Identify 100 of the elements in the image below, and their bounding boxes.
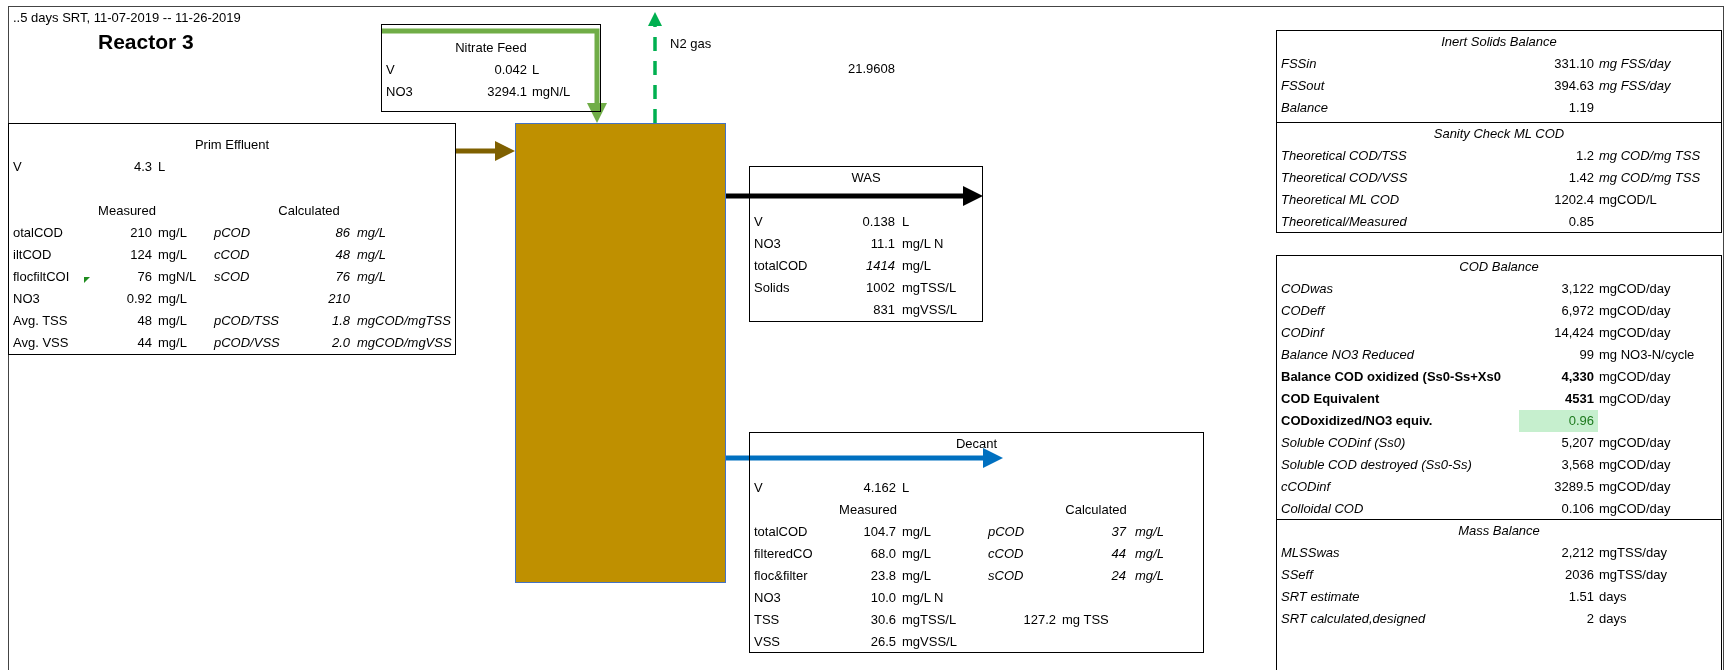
unit: mgVSS/L <box>902 302 957 318</box>
unit: days <box>1599 611 1627 627</box>
value: 4531 <box>1565 391 1594 407</box>
value: 1202.4 <box>1554 192 1594 208</box>
value: 3,568 <box>1561 457 1594 473</box>
value: 10.0 <box>870 590 896 606</box>
unit: mgCOD/day <box>1599 435 1671 451</box>
row-label: V <box>754 480 763 496</box>
unit: mg COD/mg TSS <box>1599 170 1701 186</box>
table-heading: WAS <box>851 170 881 186</box>
unit: days <box>1599 589 1627 605</box>
data-table <box>1276 255 1722 520</box>
row-label: SRT calculated,designed <box>1281 611 1426 627</box>
row-label: V <box>754 214 763 230</box>
unit: mgTSS/day <box>1599 545 1667 561</box>
row-label: Solids <box>754 280 790 296</box>
unit: mgCOD/mgTSS <box>357 313 451 329</box>
unit: L <box>158 159 166 175</box>
row-label: CODinf <box>1281 325 1324 341</box>
unit: mgCOD/mgVSS <box>357 335 452 351</box>
unit: mg/L <box>158 335 187 351</box>
unit: mgCOD/day <box>1599 391 1671 407</box>
row-label: SSeff <box>1281 567 1313 583</box>
flow-arrow <box>456 141 515 161</box>
row-label: NO3 <box>754 236 781 252</box>
value: 1414 <box>866 258 895 274</box>
value: 99 <box>1579 347 1594 363</box>
unit: mg FSS/day <box>1599 78 1671 94</box>
edge-label: N2 gas <box>668 36 714 52</box>
data-table <box>381 24 601 112</box>
unit: mg/L <box>1135 524 1164 540</box>
value: 1.19 <box>1568 100 1594 116</box>
unit: mgCOD/day <box>1599 479 1671 495</box>
unit: mg/L N <box>902 236 944 252</box>
value: 37 <box>1111 524 1126 540</box>
unit: mgCOD/L <box>1599 192 1657 208</box>
value: 1002 <box>866 280 895 296</box>
row-label: cCOD <box>988 546 1024 562</box>
reactor-tank <box>515 123 726 583</box>
column-heading: Measured <box>98 203 156 219</box>
value: 23.8 <box>870 568 896 584</box>
unit: mgTSS/L <box>902 612 957 628</box>
unit: L <box>902 480 910 496</box>
row-label: pCOD <box>988 524 1025 540</box>
value: 5,207 <box>1561 435 1594 451</box>
subtitle: ..5 days SRT, 11-07-2019 -- 11-26-2019 <box>13 10 241 26</box>
data-table <box>749 432 1204 653</box>
row-label: Avg. TSS <box>13 313 68 329</box>
row-label: MLSSwas <box>1281 545 1340 561</box>
flow-arrow <box>648 12 662 123</box>
row-label: pCOD <box>214 225 251 241</box>
unit: mgVSS/L <box>902 634 957 650</box>
row-label: otalCOD <box>13 225 63 241</box>
data-table <box>1276 519 1722 670</box>
row-label: Avg. VSS <box>13 335 69 351</box>
row-label: COD Equivalent <box>1281 391 1380 407</box>
data-table <box>8 123 456 355</box>
unit: mg/L <box>902 546 931 562</box>
value: 3,122 <box>1561 281 1594 297</box>
section-heading: COD Balance <box>1459 259 1539 275</box>
row-label: CODwas <box>1281 281 1333 297</box>
value: 124 <box>130 247 152 263</box>
row-label: NO3 <box>13 291 40 307</box>
value: 394.63 <box>1554 78 1594 94</box>
value: 4.3 <box>133 159 152 175</box>
unit: L <box>902 214 910 230</box>
value: 44 <box>137 335 152 351</box>
value: 831 <box>873 302 895 318</box>
section-heading: Inert Solids Balance <box>1441 34 1557 50</box>
value: 1.8 <box>331 313 350 329</box>
value: 3294.1 <box>487 84 527 100</box>
value: 86 <box>335 225 350 241</box>
row-label: Soluble COD destroyed (Ss0-Ss) <box>1281 457 1472 473</box>
section-heading: Mass Balance <box>1458 523 1540 539</box>
row-label: NO3 <box>386 84 413 100</box>
value: 4,330 <box>1561 369 1594 385</box>
row-label: V <box>13 159 22 175</box>
row-label: V <box>386 62 395 78</box>
unit: mgCOD/day <box>1599 369 1671 385</box>
row-label: NO3 <box>754 590 781 606</box>
value: 0.96 <box>1518 410 1598 432</box>
unit: mgCOD/day <box>1599 303 1671 319</box>
flow-arrow <box>726 448 1003 468</box>
value: 24 <box>1111 568 1126 584</box>
row-label: cCODinf <box>1281 479 1331 495</box>
value: 0.106 <box>1561 501 1594 517</box>
value: 3289.5 <box>1554 479 1594 495</box>
table-heading: Decant <box>955 436 998 452</box>
row-label: Balance COD oxidized (Ss0-Ss+Xs0 <box>1281 369 1501 385</box>
unit: mgCOD/day <box>1599 325 1671 341</box>
row-label: Balance <box>1281 100 1328 116</box>
row-label: filteredCO <box>754 546 813 562</box>
column-heading: Calculated <box>278 203 340 219</box>
unit: mg FSS/day <box>1599 56 1671 72</box>
unit: mg/L <box>357 247 386 263</box>
row-label: pCOD/TSS <box>214 313 279 329</box>
value: 76 <box>137 269 152 285</box>
value: 4.162 <box>863 480 896 496</box>
section-heading: Sanity Check ML COD <box>1433 126 1565 142</box>
value: 1.51 <box>1568 589 1594 605</box>
